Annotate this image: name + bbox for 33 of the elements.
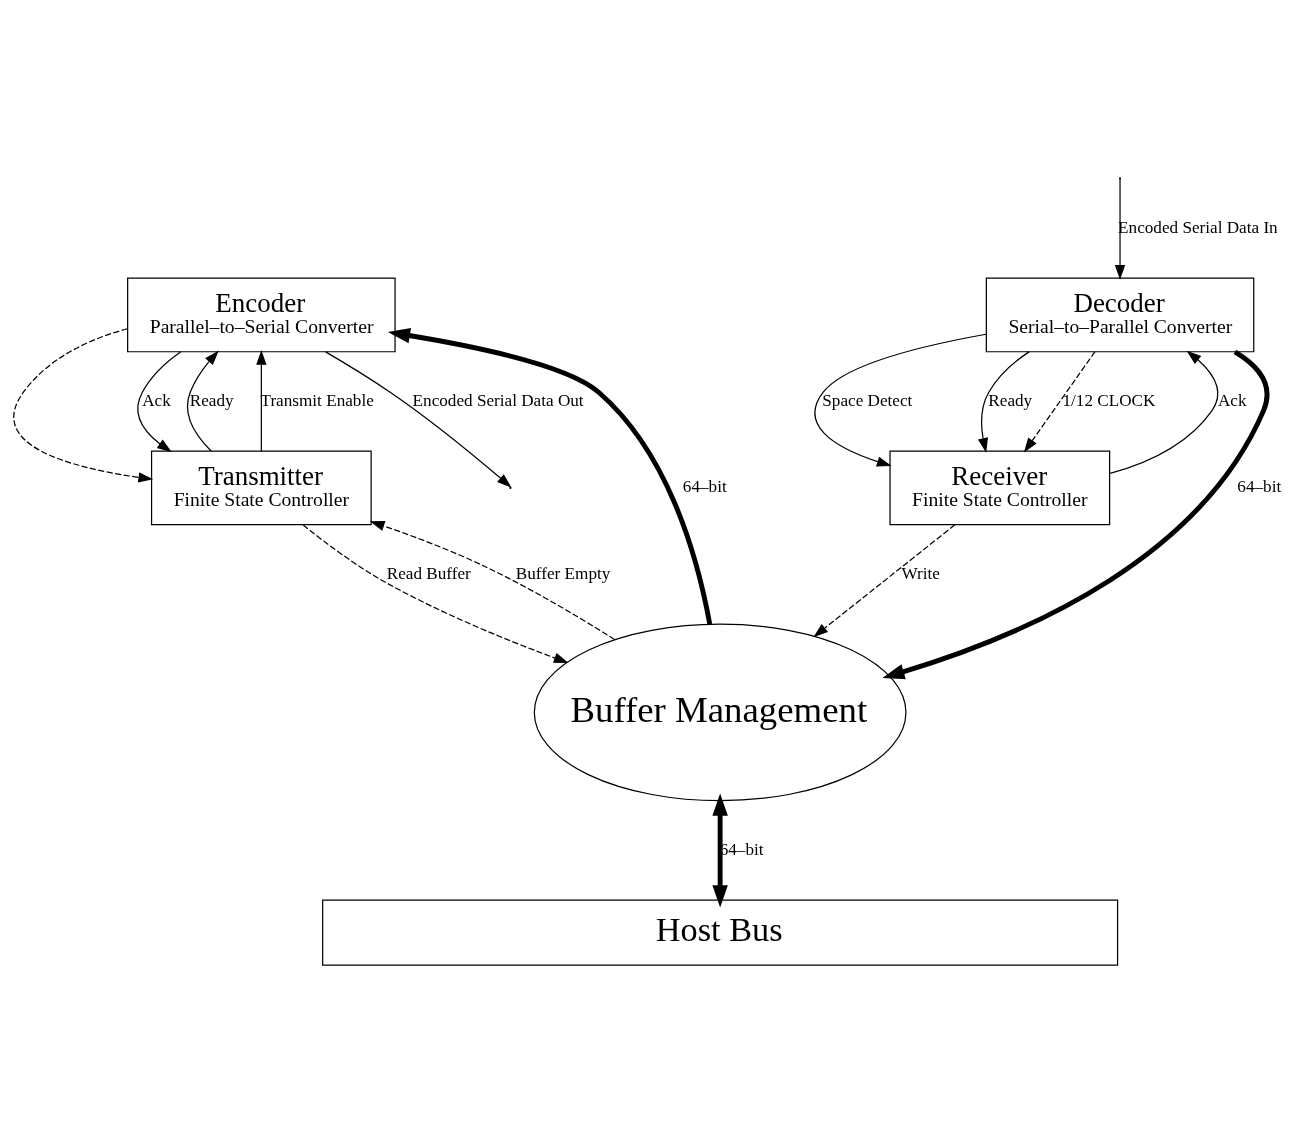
edge-label: Read Buffer [386,563,471,583]
node-box: Host Bus [322,899,1119,966]
arrow [369,521,616,641]
edge-label: Write [901,563,940,583]
node-box: Transmitter Finite State Controller [150,450,372,526]
edge-label: 64–bit [1237,477,1282,497]
edge-label: Ack [142,390,171,410]
arrow [1109,350,1219,475]
arrow [137,351,182,453]
arrow [302,524,569,663]
arrow [1023,351,1096,453]
arrow [814,333,987,467]
arrow [1114,178,1126,280]
arrow [977,351,1030,453]
edge-label: Ack [1217,390,1247,410]
arrow [387,327,713,625]
arrow [256,350,267,452]
edge-label: Buffer Empty [515,563,611,583]
arrow [186,350,219,452]
edge-label: 1/12 CLOCK [1062,390,1156,410]
edge-label: Encoded Serial Data Out [412,390,584,410]
arrow [325,351,512,488]
node-box: Decoder Serial–to–Parallel Converter [985,277,1255,353]
node-box: Receiver Finite State Controller [889,450,1111,526]
arrow [813,524,956,638]
edge-label: 64–bit [682,477,727,497]
node-box: Encoder Parallel–to–Serial Converter [127,277,396,353]
edge-label: Space Detect [822,390,913,410]
arrow [13,328,154,483]
edge-label: Ready [988,390,1033,410]
arrow [882,349,1270,680]
edge-label: Ready [189,390,234,410]
arrow [712,793,728,908]
